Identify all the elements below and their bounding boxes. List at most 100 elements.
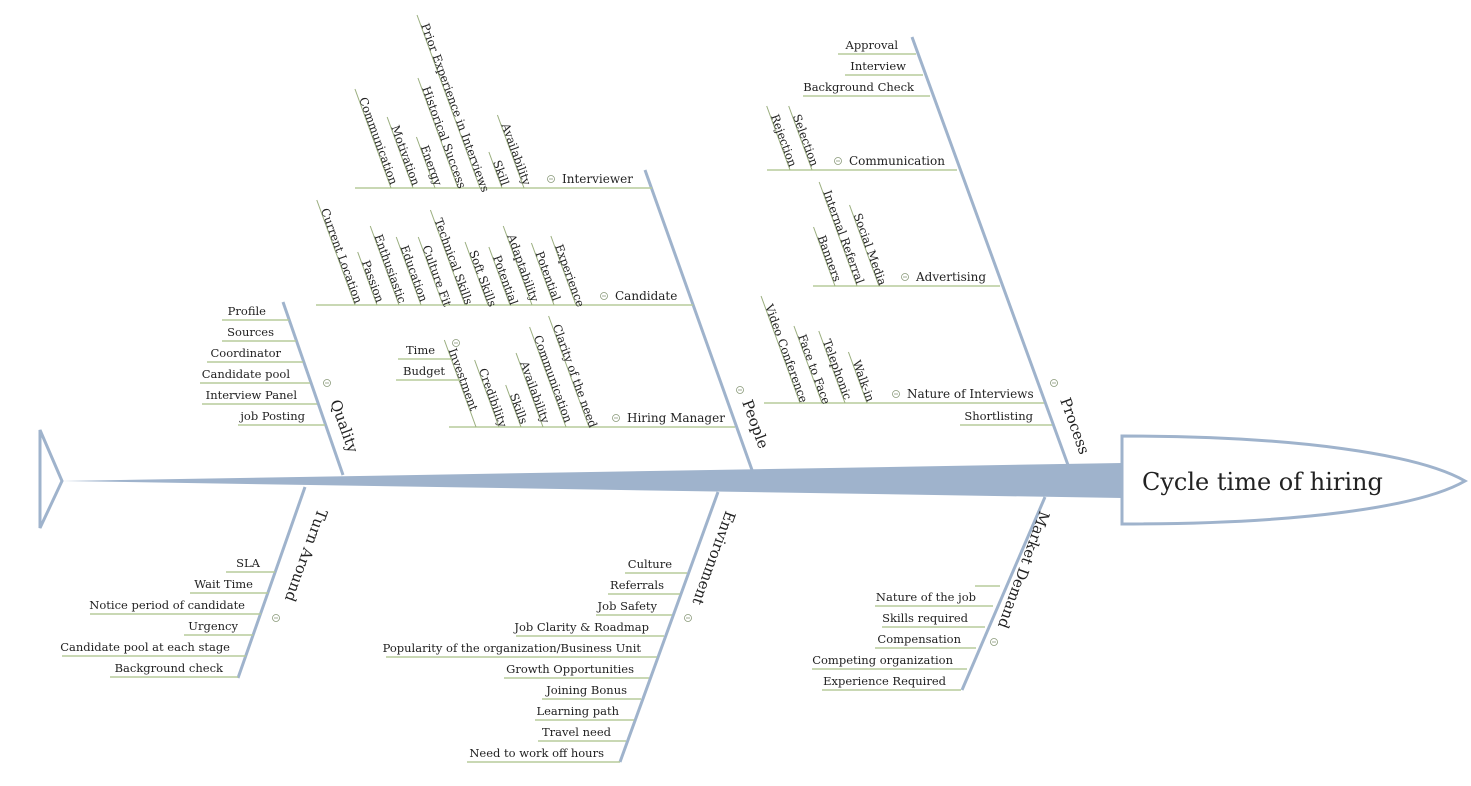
item-label[interactable]: Job Safety — [597, 599, 658, 613]
leaf-line — [354, 88, 392, 189]
leaf-line — [417, 77, 459, 189]
leaf-line — [488, 151, 503, 189]
quality-category-label[interactable]: Quality — [326, 397, 362, 455]
collapse-toggle-icon[interactable] — [452, 339, 460, 347]
item-label[interactable]: Notice period of candidate — [89, 598, 245, 612]
collapse-toggle-icon[interactable] — [684, 614, 692, 622]
item-label[interactable]: Wait Time — [194, 577, 253, 591]
item-label[interactable]: Interview — [850, 59, 906, 73]
sub-item-label[interactable]: Budget — [403, 364, 445, 378]
item-label[interactable]: Joining Bonus — [545, 683, 627, 697]
item-label[interactable]: Travel need — [542, 725, 612, 739]
leaf-line — [316, 199, 356, 306]
item-label[interactable]: Candidate pool — [202, 367, 291, 381]
leaf-line — [515, 352, 544, 428]
leaf-line — [793, 325, 823, 404]
leaf-line — [502, 225, 533, 306]
leaf-label[interactable]: Walk-in — [850, 358, 878, 404]
collapse-toggle-icon[interactable] — [901, 273, 909, 281]
leaf-line — [550, 235, 577, 306]
collapse-toggle-icon[interactable] — [612, 414, 620, 422]
leaf-line — [416, 14, 481, 189]
leaf-line — [529, 326, 567, 428]
fish-head — [1120, 434, 1469, 526]
collapse-toggle-icon[interactable] — [834, 157, 842, 165]
leaf-line — [474, 359, 500, 428]
process-bone — [910, 36, 1070, 466]
item-label[interactable]: Job Clarity & Roadmap — [513, 620, 649, 634]
leaf-line — [818, 181, 858, 287]
sub-item-label[interactable]: Time — [406, 343, 435, 357]
item-label[interactable]: Competing organization — [812, 653, 953, 667]
item-label[interactable]: job Posting — [238, 409, 305, 423]
leaf-line — [496, 114, 525, 189]
environment-category-label[interactable]: Environment — [689, 509, 740, 608]
leaf-line — [847, 351, 868, 404]
quality-bone — [281, 301, 345, 476]
collapse-toggle-icon[interactable] — [990, 638, 998, 646]
leaf-line — [443, 339, 477, 428]
item-label[interactable]: Nature of the job — [876, 590, 976, 604]
item-label[interactable]: Referrals — [610, 578, 664, 592]
item-label[interactable]: Skills required — [882, 611, 968, 625]
item-label[interactable]: Approval — [845, 38, 899, 52]
collapse-toggle-icon[interactable] — [1050, 379, 1058, 387]
item-label[interactable]: Compensation — [877, 632, 961, 646]
leaf-line — [464, 241, 489, 306]
diagram-title: Cycle time of hiring — [1142, 468, 1383, 496]
leaf-line — [766, 105, 791, 171]
turn_around-category-label[interactable]: Turn Around — [281, 507, 331, 605]
branch-label[interactable]: Candidate — [615, 289, 677, 303]
item-label[interactable]: Candidate pool at each stage — [60, 640, 230, 654]
leaf-line — [415, 136, 436, 189]
collapse-toggle-icon[interactable] — [600, 292, 608, 300]
item-label[interactable]: Culture — [628, 557, 672, 571]
leaf-line — [357, 251, 378, 306]
environment-bone — [618, 491, 720, 763]
collapse-toggle-icon[interactable] — [892, 390, 900, 398]
leaf-label[interactable]: Current Location — [318, 206, 366, 305]
leaf-label[interactable]: Skills — [507, 391, 531, 426]
collapse-toggle-icon[interactable] — [323, 379, 331, 387]
leaf-line — [417, 236, 444, 306]
branch-label[interactable]: Interviewer — [562, 172, 633, 186]
branch-label[interactable]: Nature of Interviews — [907, 387, 1034, 401]
people-bone — [643, 169, 754, 471]
leaf-line — [813, 226, 836, 287]
item-label[interactable]: Background check — [115, 661, 224, 675]
leaf-line — [788, 105, 813, 171]
market_demand-category-label[interactable]: Market Demand — [994, 509, 1053, 632]
item-label[interactable]: Sources — [227, 325, 274, 339]
leaf-line — [369, 225, 400, 306]
leaf-label[interactable]: Credibility — [476, 366, 510, 429]
collapse-toggle-icon[interactable] — [547, 175, 555, 183]
item-label[interactable]: Profile — [228, 304, 267, 318]
leaf-label[interactable]: Skill — [490, 158, 512, 187]
leaf-line — [386, 116, 414, 189]
turn_around-bone — [236, 486, 307, 679]
branch-label[interactable]: Communication — [849, 154, 945, 168]
item-label[interactable]: Need to work off hours — [469, 746, 604, 760]
item-label[interactable]: Urgency — [188, 619, 238, 633]
item-label[interactable]: SLA — [236, 556, 261, 570]
item-label[interactable]: Growth Opportunities — [506, 662, 634, 676]
item-label[interactable]: Interview Panel — [206, 388, 298, 402]
item-label[interactable]: Learning path — [536, 704, 619, 718]
leaf-line — [849, 204, 880, 287]
item-label[interactable]: Coordinator — [211, 346, 282, 360]
item-label[interactable]: Popularity of the organization/Business … — [383, 641, 642, 655]
leaf-line — [530, 242, 555, 306]
collapse-toggle-icon[interactable] — [736, 386, 744, 394]
item-label[interactable]: Experience Required — [823, 674, 947, 688]
item-label[interactable]: Background Check — [803, 80, 915, 94]
leaf-line — [429, 209, 466, 306]
branch-label[interactable]: Hiring Manager — [627, 411, 725, 425]
leaf-line — [395, 236, 422, 306]
leaf-line — [548, 315, 590, 428]
branch-label[interactable]: Advertising — [915, 270, 986, 284]
market_demand-bone — [960, 496, 1047, 691]
collapse-toggle-icon[interactable] — [272, 614, 280, 622]
item-label[interactable]: Shortlisting — [964, 409, 1033, 423]
